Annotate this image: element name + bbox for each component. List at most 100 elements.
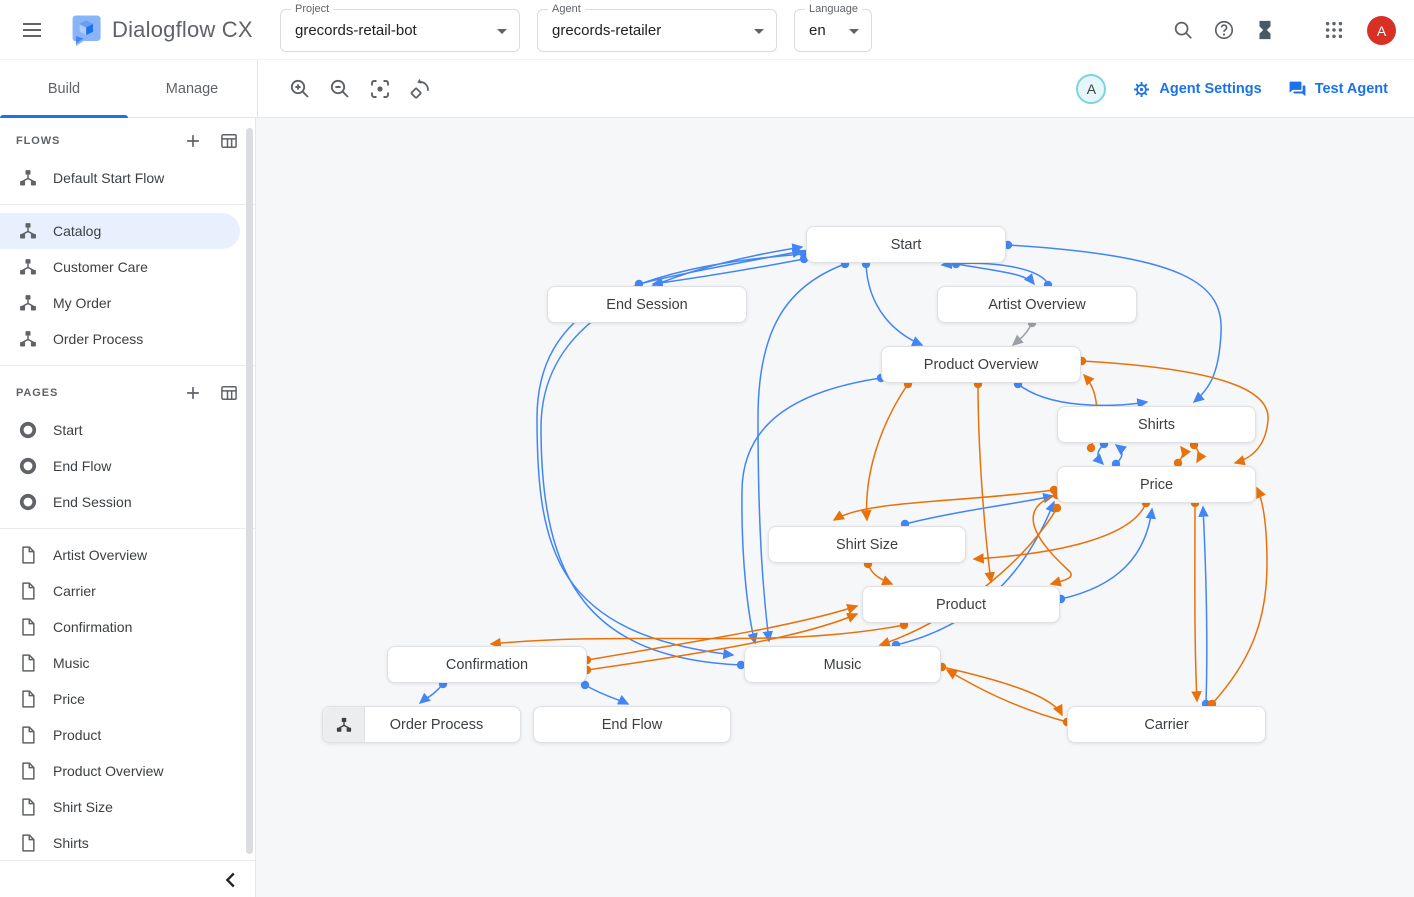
pending-changes-icon[interactable] bbox=[1254, 19, 1276, 41]
flow-node-confirmation[interactable]: Confirmation bbox=[387, 646, 587, 683]
flow-icon bbox=[335, 716, 353, 734]
sidebar-item-catalog[interactable]: Catalog bbox=[0, 213, 240, 249]
search-icon[interactable] bbox=[1172, 19, 1194, 41]
sidebar-item-label: Artist Overview bbox=[53, 547, 148, 563]
gear-icon bbox=[1132, 80, 1151, 99]
sidebar-item-confirmation[interactable]: Confirmation bbox=[0, 609, 255, 645]
flow-node-music[interactable]: Music bbox=[744, 646, 941, 683]
node-label: Start bbox=[890, 236, 922, 253]
add-page-icon[interactable] bbox=[183, 383, 203, 403]
node-label: Carrier bbox=[1144, 716, 1189, 733]
node-label: Confirmation bbox=[445, 656, 529, 673]
sidebar-item-order-process-flow[interactable]: Order Process bbox=[0, 321, 255, 357]
flow-node-shirt-size[interactable]: Shirt Size bbox=[768, 526, 966, 563]
account-avatar[interactable]: A bbox=[1367, 16, 1396, 45]
divider bbox=[0, 365, 255, 366]
app-title: Dialogflow CX bbox=[112, 17, 253, 42]
divider bbox=[0, 204, 255, 205]
sidebar-item-my-order[interactable]: My Order bbox=[0, 285, 255, 321]
tab-manage[interactable]: Manage bbox=[165, 81, 219, 97]
flow-node-end-flow[interactable]: End Flow bbox=[533, 706, 731, 743]
flow-icon bbox=[18, 168, 38, 188]
page-icon bbox=[18, 761, 38, 781]
collaborator-avatar[interactable]: A bbox=[1076, 74, 1107, 104]
test-agent-label: Test Agent bbox=[1314, 81, 1388, 97]
add-flow-icon[interactable] bbox=[183, 131, 203, 151]
flow-node-product-overview[interactable]: Product Overview bbox=[881, 346, 1081, 383]
flow-node-end-session[interactable]: End Session bbox=[547, 286, 747, 323]
project-select-label: Project bbox=[291, 3, 334, 15]
sidebar-item-label: Product bbox=[53, 727, 102, 743]
language-select-value: en bbox=[809, 22, 826, 39]
sidebar-item-carrier[interactable]: Carrier bbox=[0, 573, 255, 609]
sidebar-item-end-session-page[interactable]: End Session bbox=[0, 484, 255, 520]
agent-settings-button[interactable]: Agent Settings bbox=[1132, 80, 1262, 99]
flow-toolbar: Build Manage A Agent Settings Test Agent bbox=[0, 60, 1414, 118]
flow-icon bbox=[18, 221, 38, 241]
sidebar-item-start-page[interactable]: Start bbox=[0, 412, 255, 448]
sidebar-item-music[interactable]: Music bbox=[0, 645, 255, 681]
node-label: Artist Overview bbox=[988, 296, 1086, 313]
agent-select[interactable]: Agent grecords-retailer bbox=[537, 3, 777, 52]
node-label: Price bbox=[1139, 476, 1174, 493]
sidebar-item-label: Catalog bbox=[53, 223, 102, 239]
page-icon bbox=[18, 653, 38, 673]
node-label: Music bbox=[823, 656, 862, 673]
sidebar-item-label: Music bbox=[53, 655, 90, 671]
sidebar-item-shirt-size[interactable]: Shirt Size bbox=[0, 789, 255, 825]
sidebar-item-label: Product Overview bbox=[53, 763, 164, 779]
sidebar-item-label: Carrier bbox=[53, 583, 96, 599]
flow-node-shirts[interactable]: Shirts bbox=[1057, 406, 1256, 443]
help-icon[interactable] bbox=[1213, 19, 1235, 41]
flow-icon bbox=[18, 293, 38, 313]
collapse-sidebar-icon[interactable] bbox=[219, 868, 243, 892]
sidebar-item-product[interactable]: Product bbox=[0, 717, 255, 753]
dialogflow-logo bbox=[72, 15, 101, 47]
flow-node-start[interactable]: Start bbox=[806, 226, 1006, 263]
sidebar-item-artist-overview[interactable]: Artist Overview bbox=[0, 537, 255, 573]
page-icon bbox=[18, 689, 38, 709]
sidebar-scrollbar[interactable] bbox=[246, 128, 253, 854]
zoom-out-icon[interactable] bbox=[328, 77, 352, 101]
sidebar-item-label: Price bbox=[53, 691, 85, 707]
sidebar-item-label: End Session bbox=[53, 494, 132, 510]
flow-node-price[interactable]: Price bbox=[1057, 466, 1256, 503]
sidebar-item-default-start-flow[interactable]: Default Start Flow bbox=[0, 160, 255, 196]
sidebar-item-customer-care[interactable]: Customer Care bbox=[0, 249, 255, 285]
sidebar-item-price[interactable]: Price bbox=[0, 681, 255, 717]
sidebar-item-label: Confirmation bbox=[53, 619, 133, 635]
agent-settings-label: Agent Settings bbox=[1159, 81, 1262, 97]
flow-graph-canvas[interactable]: Start End Session Artist Overview Produc… bbox=[256, 118, 1414, 897]
flow-node-product[interactable]: Product bbox=[862, 586, 1060, 623]
flow-node-artist-overview[interactable]: Artist Overview bbox=[937, 286, 1137, 323]
test-agent-button[interactable]: Test Agent bbox=[1288, 80, 1388, 99]
sidebar-item-product-overview[interactable]: Product Overview bbox=[0, 753, 255, 789]
zoom-in-icon[interactable] bbox=[288, 77, 312, 101]
flow-target-icon-box bbox=[323, 707, 365, 742]
agent-select-value: grecords-retailer bbox=[552, 22, 662, 39]
flows-list-view-icon[interactable] bbox=[219, 131, 239, 151]
chat-icon bbox=[1288, 80, 1307, 99]
sidebar-item-label: Order Process bbox=[53, 331, 144, 347]
center-focus-icon[interactable] bbox=[368, 77, 392, 101]
pages-list-view-icon[interactable] bbox=[219, 383, 239, 403]
node-label: End Flow bbox=[601, 716, 663, 733]
flow-node-carrier[interactable]: Carrier bbox=[1067, 706, 1266, 743]
tab-build[interactable]: Build bbox=[0, 60, 128, 118]
chevron-down-icon bbox=[754, 29, 764, 34]
sidebar-item-end-flow-page[interactable]: End Flow bbox=[0, 448, 255, 484]
node-label: Shirts bbox=[1137, 416, 1176, 433]
sidebar-item-shirts[interactable]: Shirts bbox=[0, 825, 255, 861]
language-select[interactable]: Language en bbox=[794, 3, 872, 52]
node-label: Shirt Size bbox=[835, 536, 899, 553]
menu-icon[interactable] bbox=[20, 18, 44, 42]
sidebar-item-label: Start bbox=[53, 422, 83, 438]
flow-node-order-process[interactable]: Order Process bbox=[322, 706, 521, 743]
flow-icon bbox=[18, 329, 38, 349]
reset-view-icon[interactable] bbox=[408, 77, 432, 101]
project-select[interactable]: Project grecords-retail-bot bbox=[280, 3, 520, 52]
node-label: End Session bbox=[606, 296, 688, 313]
apps-grid-icon[interactable] bbox=[1323, 19, 1345, 41]
language-select-label: Language bbox=[805, 3, 862, 15]
circle-page-icon bbox=[18, 492, 38, 512]
